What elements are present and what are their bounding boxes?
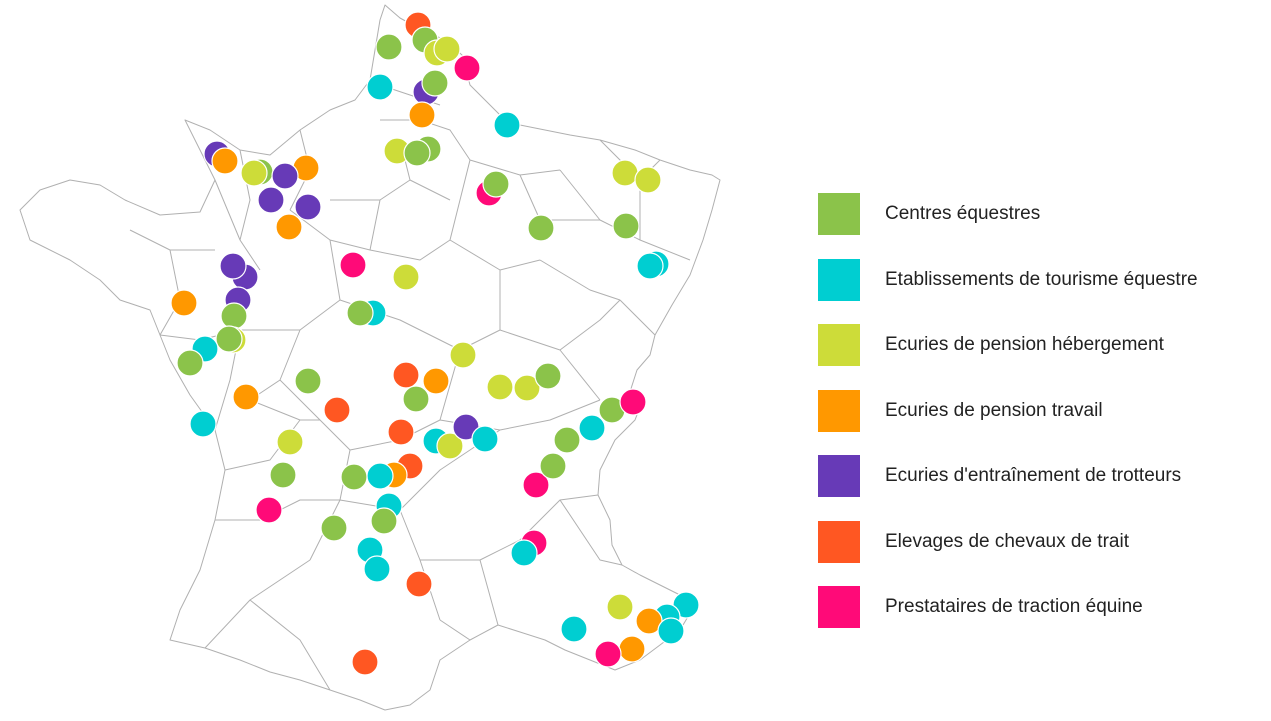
marker-centres[interactable]: [553, 426, 581, 454]
swatch-trait: [818, 520, 860, 563]
swatch-travail: [818, 389, 860, 432]
marker-centres[interactable]: [215, 325, 243, 353]
marker-centres[interactable]: [340, 463, 368, 491]
swatch-hebergement: [818, 324, 860, 366]
marker-traction[interactable]: [255, 496, 283, 524]
marker-hebergement[interactable]: [486, 373, 514, 401]
legend-item-travail: Ecuries de pension travail: [818, 389, 1258, 433]
legend-item-tourisme: Etablissements de tourisme équestre: [818, 258, 1258, 302]
marker-tourisme[interactable]: [560, 615, 588, 643]
marker-travail[interactable]: [422, 367, 450, 395]
swatch-traction: [818, 586, 860, 628]
marker-trait[interactable]: [323, 396, 351, 424]
marker-hebergement[interactable]: [611, 159, 639, 187]
marker-centres[interactable]: [534, 362, 562, 390]
legend-item-centres: Centres équestres: [818, 192, 1258, 236]
legend-label-hebergement: Ecuries de pension hébergement: [885, 334, 1164, 355]
legend: Centres équestres Etablissements de tour…: [818, 192, 1258, 651]
marker-traction[interactable]: [619, 388, 647, 416]
marker-tourisme[interactable]: [636, 252, 664, 280]
marker-tourisme[interactable]: [366, 462, 394, 490]
legend-label-centres: Centres équestres: [885, 203, 1041, 224]
marker-tourisme[interactable]: [363, 555, 391, 583]
legend-label-travail: Ecuries de pension travail: [885, 399, 1103, 421]
france-outline: [19, 4, 721, 711]
marker-trait[interactable]: [392, 361, 420, 389]
marker-trait[interactable]: [387, 418, 415, 446]
marker-travail[interactable]: [408, 101, 436, 129]
marker-hebergement[interactable]: [433, 35, 461, 63]
marker-centres[interactable]: [402, 385, 430, 413]
marker-travail[interactable]: [170, 289, 198, 317]
marker-centres[interactable]: [375, 33, 403, 61]
marker-hebergement[interactable]: [634, 166, 662, 194]
marker-tourisme[interactable]: [366, 73, 394, 101]
marker-travail[interactable]: [275, 213, 303, 241]
marker-hebergement[interactable]: [240, 159, 268, 187]
marker-hebergement[interactable]: [513, 374, 541, 402]
marker-tourisme[interactable]: [471, 425, 499, 453]
marker-centres[interactable]: [403, 139, 431, 167]
marker-centres[interactable]: [370, 507, 398, 535]
legend-label-traction: Prestataires de traction équine: [885, 596, 1143, 617]
marker-tourisme[interactable]: [493, 111, 521, 139]
legend-item-hebergement: Ecuries de pension hébergement: [818, 323, 1258, 367]
marker-traction[interactable]: [339, 251, 367, 279]
marker-tourisme[interactable]: [578, 414, 606, 442]
marker-hebergement[interactable]: [276, 428, 304, 456]
marker-hebergement[interactable]: [436, 432, 464, 460]
legend-item-trotteurs: Ecuries d'entraînement de trotteurs: [818, 454, 1258, 498]
region-borders: [129, 84, 691, 691]
legend-item-traction: Prestataires de traction équine: [818, 585, 1258, 629]
marker-traction[interactable]: [594, 640, 622, 668]
marker-trait[interactable]: [351, 648, 379, 676]
marker-trait[interactable]: [405, 570, 433, 598]
marker-traction[interactable]: [453, 54, 481, 82]
legend-item-trait: Elevages de chevaux de trait: [818, 520, 1258, 564]
marker-hebergement[interactable]: [449, 341, 477, 369]
marker-centres[interactable]: [320, 514, 348, 542]
marker-tourisme[interactable]: [189, 410, 217, 438]
marker-trotteurs[interactable]: [294, 193, 322, 221]
marker-centres[interactable]: [220, 302, 248, 330]
marker-travail[interactable]: [211, 147, 239, 175]
marker-traction[interactable]: [522, 471, 550, 499]
swatch-trotteurs: [818, 455, 860, 497]
france-map: [19, 4, 721, 711]
swatch-centres: [818, 193, 860, 235]
marker-tourisme[interactable]: [510, 539, 538, 567]
marker-hebergement[interactable]: [606, 593, 634, 621]
marker-hebergement[interactable]: [392, 263, 420, 291]
marker-travail[interactable]: [618, 635, 646, 663]
marker-trotteurs[interactable]: [219, 252, 247, 280]
marker-centres[interactable]: [421, 69, 449, 97]
swatch-tourisme: [818, 258, 860, 301]
marker-centres[interactable]: [176, 349, 204, 377]
marker-centres[interactable]: [527, 214, 555, 242]
legend-label-tourisme: Etablissements de tourisme équestre: [885, 268, 1198, 290]
marker-centres[interactable]: [612, 212, 640, 240]
marker-travail[interactable]: [232, 383, 260, 411]
marker-trotteurs[interactable]: [271, 162, 299, 190]
marker-centres[interactable]: [539, 452, 567, 480]
legend-label-trait: Elevages de chevaux de trait: [885, 530, 1129, 552]
legend-label-trotteurs: Ecuries d'entraînement de trotteurs: [885, 465, 1182, 486]
marker-centres[interactable]: [294, 367, 322, 395]
marker-centres[interactable]: [346, 299, 374, 327]
marker-trotteurs[interactable]: [257, 186, 285, 214]
marker-centres[interactable]: [269, 461, 297, 489]
marker-tourisme[interactable]: [657, 617, 685, 645]
marker-centres[interactable]: [482, 170, 510, 198]
markers: [170, 11, 700, 676]
